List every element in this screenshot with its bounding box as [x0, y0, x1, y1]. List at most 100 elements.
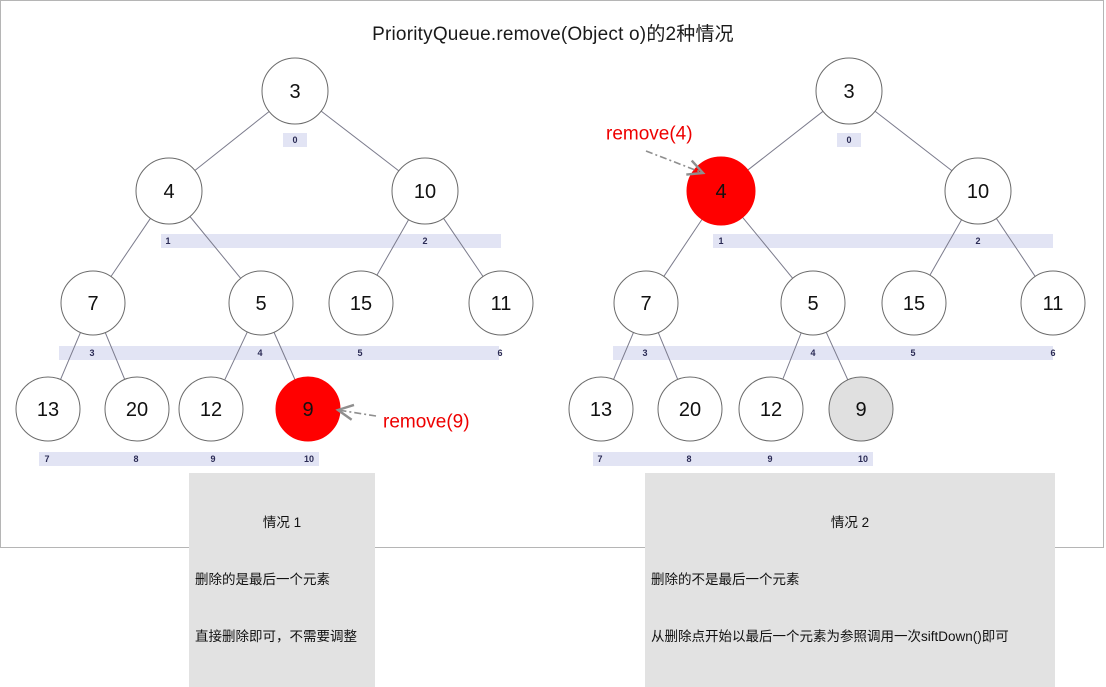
node-value: 15 — [350, 293, 372, 315]
case-1-caption-line-2: 直接删除即可，不需要调整 — [195, 629, 357, 644]
tree-node[interactable]: 15 — [328, 270, 394, 336]
tree-edge — [110, 218, 151, 277]
annotation-arrow-line — [337, 409, 377, 417]
node-circle[interactable] — [104, 376, 170, 442]
node-value: 13 — [37, 399, 59, 421]
node-value: 11 — [1043, 293, 1064, 315]
node-circle[interactable] — [228, 270, 294, 336]
index-band — [593, 452, 873, 466]
tree-node[interactable]: 4 — [135, 157, 203, 225]
node-circle[interactable] — [468, 270, 534, 336]
node-index-label: 0 — [292, 135, 297, 145]
node-index-label: 10 — [858, 454, 868, 464]
tree-node[interactable]: 3 — [815, 57, 883, 125]
node-circle[interactable] — [328, 270, 394, 336]
node-circle[interactable] — [15, 376, 81, 442]
tree-edge — [194, 111, 270, 171]
node-value: 20 — [126, 399, 148, 421]
node-circle[interactable] — [391, 157, 459, 225]
tree-edge — [443, 218, 484, 277]
node-index-label: 10 — [304, 454, 314, 464]
index-band — [161, 234, 501, 248]
tree-edge — [224, 331, 248, 381]
case-1-caption-line-1: 删除的是最后一个元素 — [195, 572, 330, 587]
index-band — [837, 133, 861, 147]
node-circle[interactable] — [815, 57, 883, 125]
node-value: 3 — [843, 81, 854, 103]
tree-node[interactable]: 3 — [261, 57, 329, 125]
node-index-label: 4 — [257, 348, 262, 358]
tree-node[interactable]: 10 — [944, 157, 1012, 225]
node-circle[interactable] — [135, 157, 203, 225]
tree-edge — [929, 219, 963, 276]
tree-node[interactable]: 10 — [391, 157, 459, 225]
case-1-caption: 情况 1 删除的是最后一个元素 直接删除即可，不需要调整 — [189, 473, 375, 687]
node-circle[interactable] — [881, 270, 947, 336]
tree-node[interactable]: 15 — [881, 270, 947, 336]
index-band — [59, 346, 499, 360]
node-index-label: 3 — [642, 348, 647, 358]
remove-annotation-label: remove(9) — [383, 412, 470, 433]
tree-node[interactable]: 9 — [275, 376, 341, 442]
tree-node[interactable]: 11 — [468, 270, 534, 336]
tree-edge — [60, 332, 81, 380]
tree-edge — [320, 110, 400, 172]
node-circle[interactable] — [738, 376, 804, 442]
node-value: 5 — [807, 293, 818, 315]
node-circle[interactable] — [178, 376, 244, 442]
node-circle[interactable] — [613, 270, 679, 336]
index-band — [39, 452, 319, 466]
node-index-label: 2 — [422, 236, 427, 246]
tree-node[interactable]: 13 — [15, 376, 81, 442]
node-value: 7 — [640, 293, 651, 315]
tree-node[interactable]: 7 — [60, 270, 126, 336]
case-2-caption-heading: 情况 2 — [830, 515, 870, 530]
case-2-caption-line-1: 删除的不是最后一个元素 — [651, 572, 800, 587]
node-index-label: 4 — [810, 348, 815, 358]
node-index-label: 1 — [718, 236, 723, 246]
node-value: 4 — [163, 181, 174, 203]
case-1-caption-heading: 情况 1 — [262, 515, 302, 530]
tree-edge — [995, 218, 1036, 277]
annotation-arrowhead — [686, 159, 706, 176]
tree-node[interactable]: 12 — [738, 376, 804, 442]
node-index-label: 1 — [165, 236, 170, 246]
tree-node[interactable]: 9 — [828, 376, 894, 442]
tree-node[interactable]: 5 — [228, 270, 294, 336]
node-circle[interactable] — [780, 270, 846, 336]
node-index-label: 9 — [767, 454, 772, 464]
tree-edge — [663, 218, 703, 277]
node-circle[interactable] — [1020, 270, 1086, 336]
node-circle[interactable] — [568, 376, 634, 442]
tree-node[interactable]: 7 — [613, 270, 679, 336]
node-index-label: 7 — [597, 454, 602, 464]
case-2-caption-line-2: 从删除点开始以最后一个元素为参照调用一次siftDown()即可 — [651, 629, 1009, 644]
node-circle[interactable] — [944, 157, 1012, 225]
node-value: 10 — [414, 181, 436, 203]
node-index-label: 9 — [210, 454, 215, 464]
tree-node[interactable]: 12 — [178, 376, 244, 442]
tree-node[interactable]: 11 — [1020, 270, 1086, 336]
tree-node[interactable]: 20 — [104, 376, 170, 442]
node-circle[interactable] — [60, 270, 126, 336]
node-value: 11 — [491, 293, 512, 315]
tree-node[interactable]: 13 — [568, 376, 634, 442]
node-value: 15 — [903, 293, 925, 315]
node-value: 7 — [87, 293, 98, 315]
node-value: 9 — [855, 399, 866, 421]
tree-node[interactable]: 20 — [657, 376, 723, 442]
node-circle[interactable] — [828, 376, 894, 442]
node-index-label: 2 — [975, 236, 980, 246]
tree-edge — [782, 332, 802, 380]
index-band — [283, 133, 307, 147]
tree-edge — [825, 331, 849, 381]
node-value: 12 — [200, 399, 222, 421]
node-circle[interactable] — [657, 376, 723, 442]
index-band — [613, 346, 1053, 360]
tree-node[interactable]: 5 — [780, 270, 846, 336]
annotation-arrow-line — [645, 150, 704, 174]
node-circle[interactable] — [261, 57, 329, 125]
